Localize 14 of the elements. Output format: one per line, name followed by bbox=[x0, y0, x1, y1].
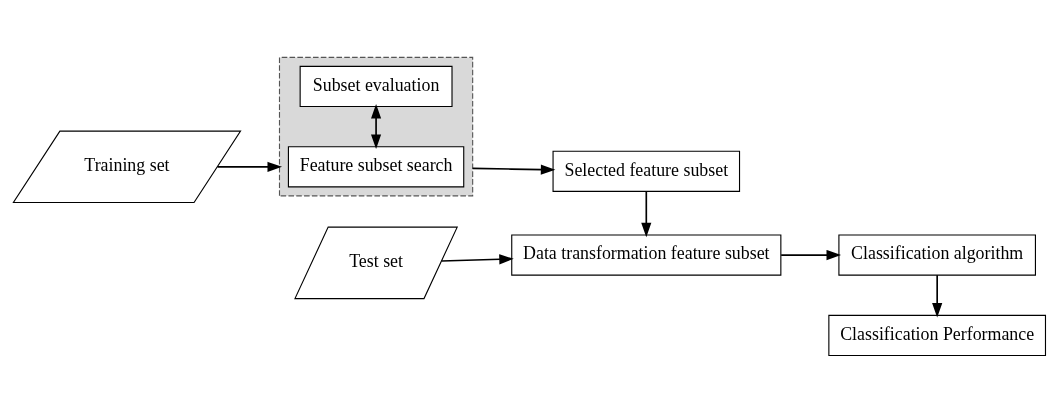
arrow bbox=[641, 190, 652, 237]
cluster bbox=[278, 56, 474, 196]
arrow bbox=[780, 249, 842, 260]
node-box: Data transformation feature subset bbox=[511, 233, 782, 276]
node-box: Subset evaluation bbox=[299, 65, 453, 107]
arrow bbox=[932, 273, 943, 318]
arrow bbox=[371, 103, 382, 149]
node-box: Feature subset search bbox=[287, 145, 465, 187]
node-box: Selected feature subset bbox=[552, 150, 741, 192]
arrow bbox=[216, 161, 282, 172]
node-box: Classification Performance bbox=[828, 314, 1047, 356]
arrow bbox=[471, 164, 556, 175]
arrow bbox=[440, 253, 514, 264]
node-box: Classification algorithm bbox=[838, 233, 1036, 276]
